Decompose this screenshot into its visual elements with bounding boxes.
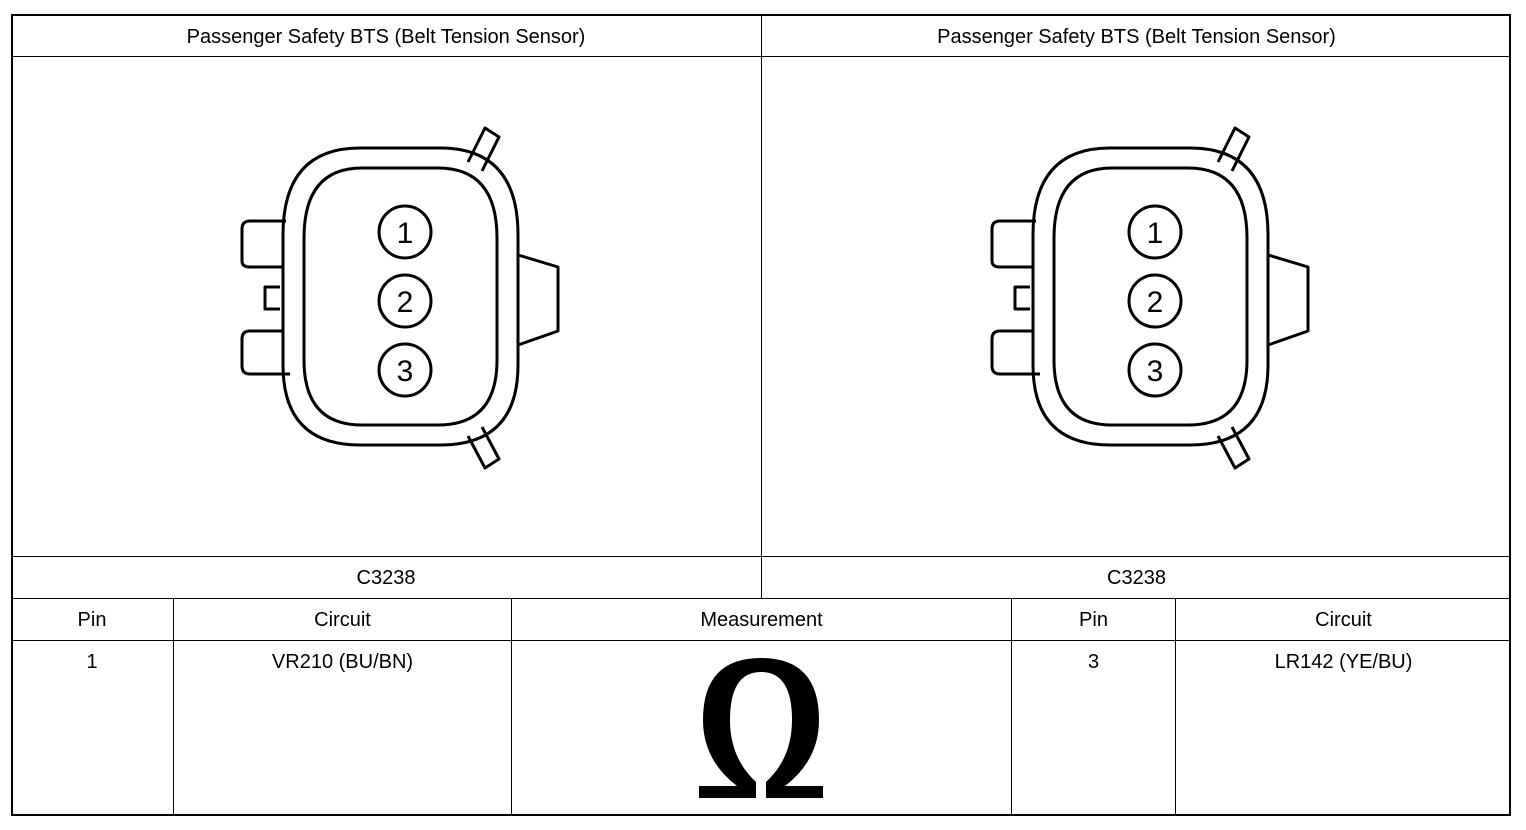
left-tab-right [517, 253, 560, 347]
right-housing-outer [1031, 146, 1270, 447]
right-tab-top [990, 219, 1036, 269]
left-pin-3-circle [377, 342, 433, 398]
omega-icon [699, 658, 823, 798]
left-pin-2-label: 2 [397, 286, 414, 319]
right-title: Passenger Safety BTS (Belt Tension Senso… [937, 26, 1336, 48]
left-housing-inner [302, 166, 499, 427]
right-housing-inner [1052, 166, 1249, 427]
cell-circuit-b: LR142 (YE/BU) [1274, 651, 1413, 673]
right-pin-2-label: 2 [1147, 286, 1164, 319]
rule-col-3 [1011, 598, 1012, 816]
right-pin-3-label: 3 [1147, 355, 1164, 388]
right-tab-mid [1013, 285, 1030, 311]
header-pin-a: Pin [77, 609, 107, 631]
right-pin-3-circle [1127, 342, 1183, 398]
left-tab-bottom [240, 329, 290, 376]
left-tab-mid [263, 285, 280, 311]
header-circuit-b: Circuit [1315, 609, 1372, 631]
right-pin-2-circle [1127, 273, 1183, 329]
header-circuit-a: Circuit [314, 609, 371, 631]
left-latch-top [466, 126, 501, 172]
right-latch-top [1216, 126, 1251, 172]
rule-col-4 [1175, 598, 1176, 816]
left-pin-3-label: 3 [397, 355, 414, 388]
right-tab-right [1267, 253, 1310, 347]
left-connector-id: C3238 [356, 567, 416, 589]
left-tab-top [240, 219, 286, 269]
rule-col-2 [511, 598, 512, 816]
left-pin-2-circle [377, 273, 433, 329]
right-connector-id: C3238 [1107, 567, 1166, 589]
left-pin-1-circle [377, 204, 433, 260]
cell-circuit-a: VR210 (BU/BN) [271, 651, 414, 673]
header-pin-b: Pin [1079, 609, 1108, 631]
right-pin-1-circle [1127, 204, 1183, 260]
rule-center [761, 14, 762, 599]
rule-col-1 [173, 598, 174, 816]
right-pin-1-label: 1 [1147, 217, 1164, 250]
left-title: Passenger Safety BTS (Belt Tension Senso… [186, 26, 586, 48]
rule-table-header [11, 640, 1511, 641]
cell-pin-a: 1 [86, 651, 98, 673]
right-latch-bottom [1216, 426, 1251, 470]
left-latch-bottom [466, 426, 501, 470]
cell-pin-b: 3 [1087, 651, 1100, 673]
right-connector-diagram: 1 2 3 [990, 126, 1310, 470]
right-tab-bottom [990, 329, 1040, 376]
header-measurement: Measurement [700, 609, 823, 631]
left-housing-outer [281, 146, 520, 447]
left-connector-diagram: 1 2 3 [240, 126, 560, 470]
left-pin-1-label: 1 [397, 217, 414, 250]
